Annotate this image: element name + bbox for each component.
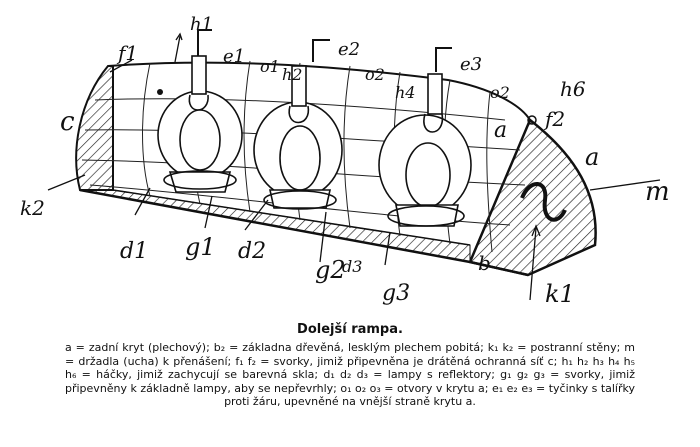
lamp-d3 bbox=[378, 73, 472, 227]
handle-m bbox=[520, 182, 567, 222]
clip-f1 bbox=[157, 89, 163, 95]
label-g1: g1 bbox=[185, 233, 216, 261]
clip-f2 bbox=[527, 115, 537, 125]
cover-rim bbox=[107, 61, 531, 121]
label-o2b: o2 bbox=[490, 83, 510, 102]
label-f2: f2 bbox=[543, 107, 565, 131]
label-g3: g3 bbox=[382, 281, 410, 306]
label-b: b bbox=[478, 251, 491, 275]
base-b bbox=[79, 189, 471, 263]
lamp-d1 bbox=[157, 55, 243, 193]
label-e3: e3 bbox=[460, 54, 482, 75]
label-d2: d2 bbox=[238, 239, 266, 264]
label-k1: k1 bbox=[545, 280, 575, 308]
label-f1: f1 bbox=[116, 41, 138, 65]
caption-title: Dolejší rampa. bbox=[297, 322, 403, 337]
ramp-illustration: f1 h1 e1 o1 h2 e2 o2 h4 e3 o2 h6 f2 a a … bbox=[20, 14, 670, 308]
label-e1: e1 bbox=[223, 46, 245, 67]
label-h2: h2 bbox=[282, 65, 302, 84]
label-a-side: a bbox=[585, 143, 599, 171]
label-d3: d3 bbox=[342, 257, 362, 276]
label-a-top: a bbox=[494, 118, 507, 143]
arrows bbox=[47, 32, 661, 301]
label-h6: h6 bbox=[560, 77, 586, 101]
label-e2: e2 bbox=[338, 39, 360, 60]
label-o2: o2 bbox=[365, 65, 385, 84]
label-c: c bbox=[60, 107, 75, 137]
label-h1: h1 bbox=[190, 14, 213, 35]
figure-caption: Dolejší rampa. a = zadní kryt (plechový)… bbox=[0, 322, 700, 409]
label-d1: d1 bbox=[120, 239, 148, 264]
label-g2: g2 bbox=[315, 256, 346, 284]
label-o1: o1 bbox=[260, 57, 280, 76]
rods-e bbox=[197, 29, 452, 72]
lamp-d2 bbox=[253, 65, 343, 210]
label-k2: k2 bbox=[20, 196, 45, 220]
caption-text: a = zadní kryt (plechový); b₂ = základna… bbox=[65, 341, 635, 409]
label-h4: h4 bbox=[395, 83, 415, 102]
label-m: m bbox=[645, 177, 670, 207]
side-wall-k2 bbox=[75, 65, 114, 191]
side-wall-k1 bbox=[468, 118, 597, 277]
